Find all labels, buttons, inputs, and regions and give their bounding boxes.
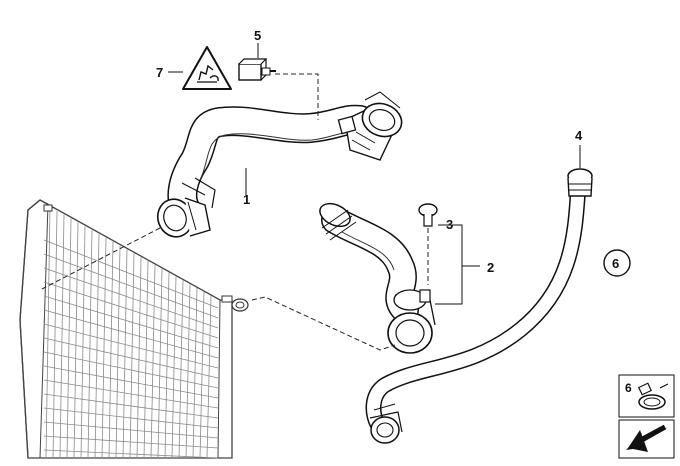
hose1-upper-connector	[337, 91, 403, 161]
expansion-tank-hose	[365, 168, 593, 444]
hose-clamp-icon	[637, 382, 669, 410]
callout-1: 1	[243, 192, 250, 207]
callout-6: 6	[612, 256, 619, 271]
screw-plug	[418, 203, 438, 227]
clamp-inset-box: 6	[618, 374, 675, 418]
leader-lines	[168, 43, 581, 305]
warning-triangle-icon	[182, 46, 232, 90]
callout-5: 5	[254, 28, 261, 43]
callout-2: 2	[487, 260, 494, 275]
hose4-bottom-end	[369, 403, 403, 444]
callout-7: 7	[156, 65, 163, 80]
inset-callout-6: 6	[625, 381, 632, 395]
hose2-top-end	[319, 202, 357, 241]
hose4-top-end	[567, 168, 593, 197]
radiator	[19, 199, 249, 459]
temperature-sensor	[238, 58, 276, 81]
hose1-lower-connector	[156, 177, 216, 238]
arrow-down-left-icon[interactable]	[626, 424, 668, 452]
hose2-bottom-connector	[387, 289, 436, 354]
radiator-core-grid	[43, 207, 219, 459]
nav-arrow-box[interactable]	[618, 419, 675, 459]
dashed-connection-lines	[39, 73, 429, 351]
callout-3: 3	[446, 217, 453, 232]
callout-6-circled: 6	[603, 249, 631, 277]
callout-4: 4	[575, 128, 583, 143]
lower-radiator-hose	[319, 202, 436, 354]
upper-radiator-hose	[156, 91, 403, 238]
